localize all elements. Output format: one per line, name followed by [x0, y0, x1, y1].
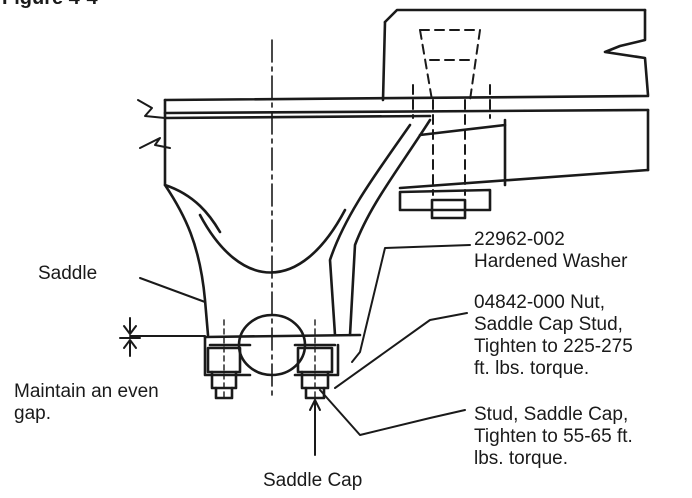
frame-rail	[137, 94, 650, 172]
washer-part-number: 22962-002	[474, 229, 565, 250]
figure-title: Figure 4-4	[2, 0, 98, 10]
upper-bolt-hidden	[412, 29, 491, 196]
saddle-cap-label: Saddle Cap	[263, 470, 363, 491]
nut-line-3: Tighten to 225-275	[474, 336, 633, 357]
stud-centerlines	[223, 319, 316, 401]
saddle-label: Saddle	[38, 263, 98, 284]
nut-label: 04842-000 Nut, Saddle Cap Stud, Tighten …	[474, 292, 633, 380]
stud-line-1: Stud, Saddle Cap,	[474, 404, 629, 425]
saddle-cap	[203, 313, 362, 377]
upper-block	[381, 8, 650, 102]
upper-nut	[398, 188, 492, 220]
washer-description: Hardened Washer	[474, 251, 628, 272]
stud-line-2: Tighten to 55-65 ft.	[474, 426, 633, 447]
gap-line-1: Maintain an even	[14, 381, 159, 402]
washer-label: 22962-002 Hardened Washer	[474, 229, 627, 273]
gap-indicator	[119, 317, 206, 357]
stud-line-3: lbs. torque.	[474, 448, 568, 469]
bracket-right	[398, 118, 650, 190]
saddle-body	[163, 116, 432, 337]
stud-label: Stud, Saddle Cap, Tighten to 55-65 ft. l…	[474, 404, 633, 470]
break-line	[139, 137, 171, 149]
nut-line-4: ft. lbs. torque.	[474, 358, 590, 379]
nut-line-2: Saddle Cap Stud,	[474, 314, 623, 335]
leader-lines	[139, 244, 471, 456]
gap-label: Maintain an even gap.	[14, 381, 159, 425]
nut-line-1: 04842-000 Nut,	[474, 292, 605, 313]
gap-line-2: gap.	[14, 403, 51, 424]
